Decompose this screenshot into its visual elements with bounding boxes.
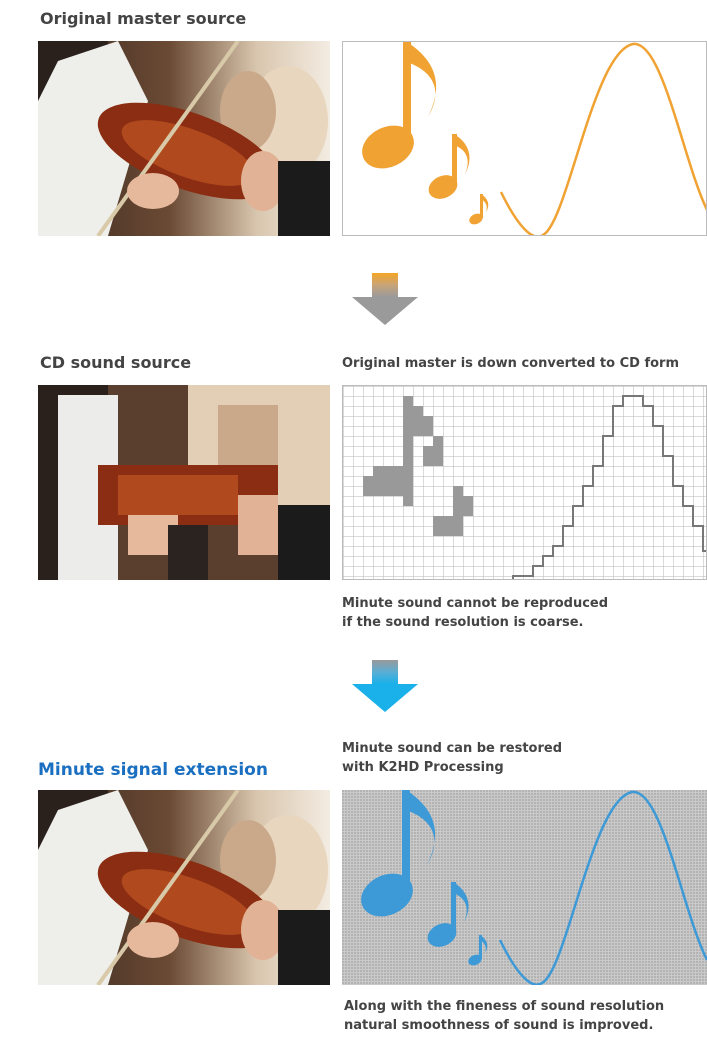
music-note-icon xyxy=(433,486,473,536)
caption-downconvert: Original master is down converted to CD … xyxy=(342,356,679,371)
music-note-icon xyxy=(469,194,489,225)
caption-coarse-line1: Minute sound cannot be reproduced xyxy=(342,596,609,611)
music-note-icon xyxy=(468,935,488,966)
heading-cd-sound-source: CD sound source xyxy=(40,353,192,372)
caption-smoothness-line1: Along with the fineness of sound resolut… xyxy=(344,999,665,1014)
pixelated-violinist-photo xyxy=(38,385,330,580)
violinist-photo xyxy=(38,790,330,985)
arrow-down-icon xyxy=(352,273,418,325)
violinist-photo xyxy=(38,41,330,236)
music-note-icon xyxy=(427,882,469,947)
music-note-icon xyxy=(363,396,443,506)
arrow-down-icon xyxy=(352,660,418,712)
cd-grid-panel xyxy=(342,385,707,580)
heading-minute-signal-extension: Minute signal extension xyxy=(38,760,268,780)
master-wave-panel xyxy=(342,41,707,236)
caption-restored-line1: Minute sound can be restored xyxy=(342,741,563,756)
caption-smoothness-line2: natural smoothness of sound is improved. xyxy=(344,1018,654,1033)
heading-original-master: Original master source xyxy=(40,9,247,28)
fine-grid-panel xyxy=(342,790,707,985)
music-note-icon xyxy=(362,42,437,169)
music-note-icon xyxy=(361,790,436,917)
caption-restored-line2: with K2HD Processing xyxy=(342,760,504,775)
caption-coarse-line2: if the sound resolution is coarse. xyxy=(342,615,584,630)
music-note-icon xyxy=(428,134,470,199)
